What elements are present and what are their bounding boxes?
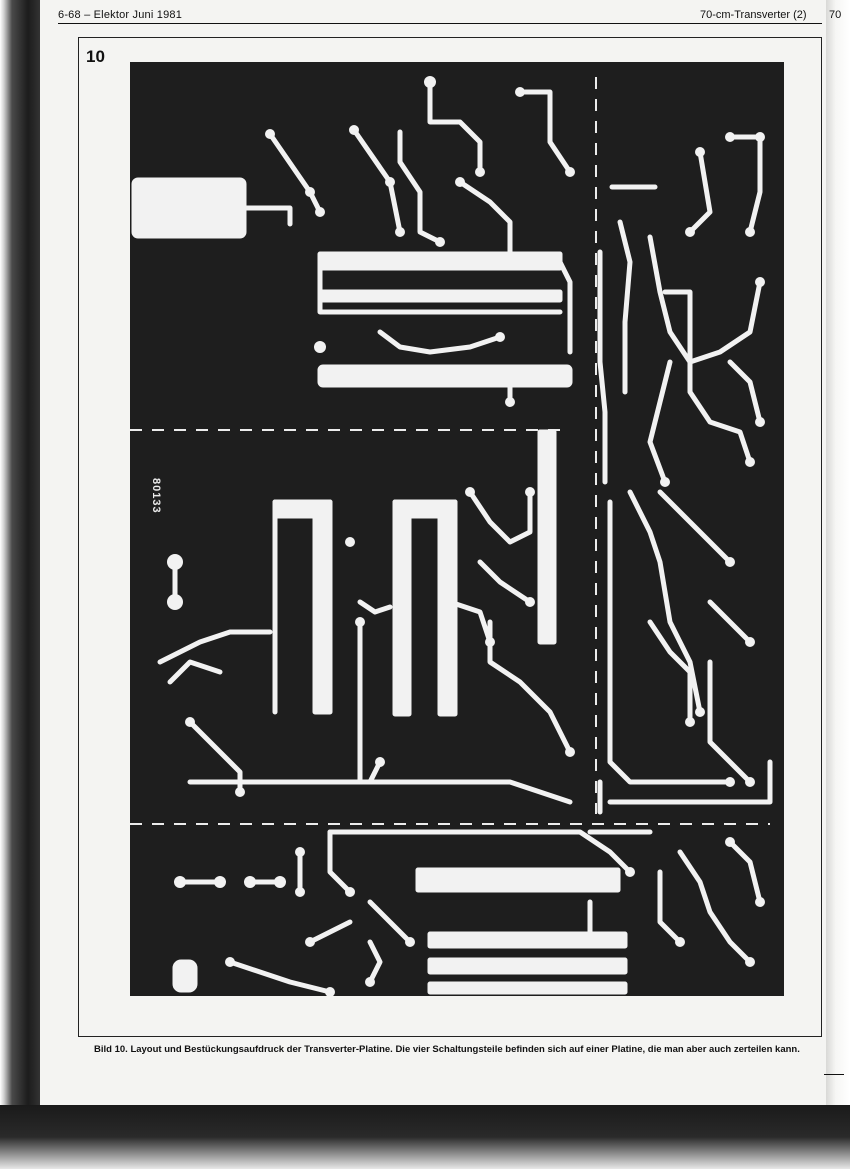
- figure-caption: Bild 10. Layout und Bestückungsaufdruck …: [94, 1043, 814, 1056]
- pcb-layout-graphic: [130, 62, 784, 996]
- pcb-layout-image: [130, 62, 784, 996]
- book-spine-shadow: [0, 0, 40, 1169]
- next-page-header: 70: [829, 9, 842, 21]
- caption-text: Layout und Bestückungsaufdruck der Trans…: [130, 1044, 800, 1055]
- board-id-label: 80133: [150, 478, 162, 514]
- page-header-left: 6-68 – Elektor Juni 1981: [58, 9, 183, 21]
- figure-number: 10: [86, 47, 105, 66]
- header-rule: [58, 23, 822, 24]
- bottom-shadow: [0, 1105, 850, 1169]
- page-header-right: 70-cm-Transverter (2): [700, 9, 807, 21]
- caption-label: Bild 10.: [94, 1044, 128, 1055]
- margin-mark: [824, 1074, 844, 1075]
- next-page-edge: [826, 0, 850, 1108]
- figure-frame: [78, 37, 822, 1037]
